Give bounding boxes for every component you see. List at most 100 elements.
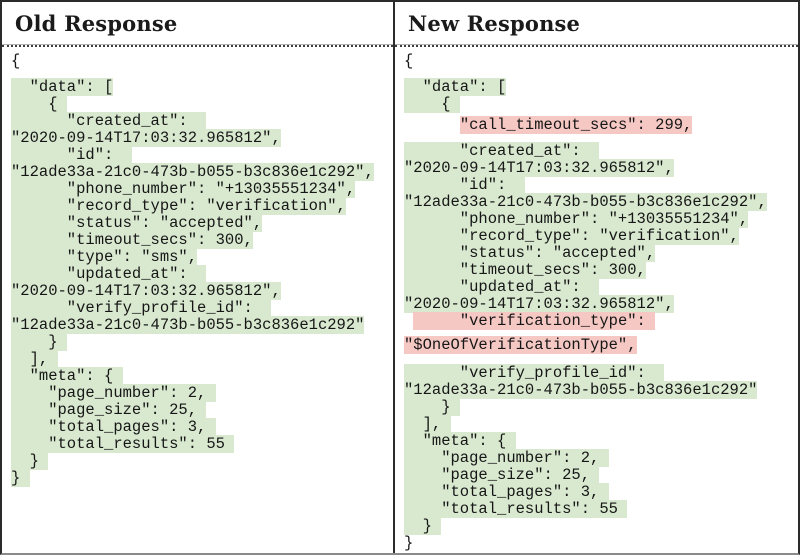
changed-text-highlight: "12ade33a-21c0-473b-b055-b3c836e1c292", — [404, 193, 767, 211]
changed-text-highlight: "total_pages": 3, — [404, 483, 609, 501]
new-response-column: New Response { "data": [ { "call_timeout… — [393, 2, 798, 553]
changed-text-highlight: "created_at": — [404, 142, 600, 160]
json-code-line: "phone_number": "+13035551234", — [404, 210, 798, 228]
json-code-line: "2020-09-14T17:03:32.965812", — [11, 282, 393, 300]
changed-text-highlight: "created_at": — [11, 112, 207, 130]
changed-text-highlight: "data": [ — [11, 78, 114, 96]
added-field-highlight: "$OneOfVerificationType", — [404, 336, 637, 354]
json-code-line: "record_type": "verification", — [404, 227, 798, 245]
json-code-line: "data": [ — [11, 78, 393, 96]
json-code-line: "total_results": 55 — [404, 500, 798, 518]
json-code-line: } — [11, 452, 393, 470]
changed-text-highlight: "2020-09-14T17:03:32.965812", — [404, 159, 674, 177]
changed-text-highlight: { — [11, 95, 67, 113]
changed-text-highlight: } — [11, 452, 49, 470]
json-code-line: } — [404, 535, 798, 552]
json-code-line: "2020-09-14T17:03:32.965812", — [404, 295, 798, 313]
new-response-header: New Response — [395, 2, 798, 45]
changed-text-highlight: "total_results": 55 — [404, 500, 628, 518]
changed-text-highlight: "status": "accepted", — [404, 244, 656, 262]
json-code-line: ], — [404, 415, 798, 433]
json-code-line: "updated_at": — [404, 278, 798, 296]
changed-text-highlight: "record_type": "verification", — [404, 227, 739, 245]
old-response-header: Old Response — [2, 2, 393, 45]
json-code-line: { — [404, 53, 798, 70]
added-field-highlight: "verification_type": — [413, 312, 656, 330]
changed-text-highlight: "12ade33a-21c0-473b-b055-b3c836e1c292", — [11, 163, 374, 181]
json-code-line: "timeout_secs": 300, — [404, 261, 798, 279]
json-code-line: "total_pages": 3, — [404, 483, 798, 501]
changed-text-highlight: { — [404, 95, 460, 113]
json-code-line: "12ade33a-21c0-473b-b055-b3c836e1c292", — [11, 163, 393, 181]
changed-text-highlight: } — [11, 469, 30, 487]
changed-text-highlight: "12ade33a-21c0-473b-b055-b3c836e1c292" — [404, 381, 758, 399]
changed-text-highlight: "page_number": 2, — [404, 449, 609, 467]
changed-text-highlight: "data": [ — [404, 78, 507, 96]
json-code-line: "id": — [404, 176, 798, 194]
changed-text-highlight: "page_size": 25, — [11, 401, 207, 419]
json-code-line: "data": [ — [404, 78, 798, 96]
new-response-json-block: { "data": [ { "call_timeout_secs": 299, … — [395, 45, 798, 553]
json-code-line: "total_results": 55 — [11, 435, 393, 453]
json-code-line: "verify_profile_id": — [404, 364, 798, 382]
json-code-line: "2020-09-14T17:03:32.965812", — [404, 159, 798, 177]
json-code-line: "meta": { — [11, 367, 393, 385]
json-code-line: "phone_number": "+13035551234", — [11, 180, 393, 198]
changed-text-highlight: } — [404, 517, 442, 535]
changed-text-highlight: } — [404, 398, 460, 416]
json-code-line: "id": — [11, 146, 393, 164]
json-code-line: "page_number": 2, — [404, 449, 798, 467]
json-code-line: "$OneOfVerificationType", — [404, 336, 798, 354]
json-code-line: "created_at": — [11, 112, 393, 130]
json-code-line: "status": "accepted", — [11, 214, 393, 232]
plain-code-text: { — [11, 52, 21, 70]
plain-code-text: { — [404, 52, 414, 70]
json-code-line: "verify_profile_id": — [11, 299, 393, 317]
json-code-line: "call_timeout_secs": 299, — [404, 116, 798, 134]
json-code-line: "record_type": "verification", — [11, 197, 393, 215]
json-code-line: "12ade33a-21c0-473b-b055-b3c836e1c292" — [11, 316, 393, 334]
changed-text-highlight: "updated_at": — [404, 278, 600, 296]
json-code-line: "12ade33a-21c0-473b-b055-b3c836e1c292", — [404, 193, 798, 211]
json-code-line: "verification_type": — [404, 312, 798, 330]
added-field-highlight: "call_timeout_secs": 299, — [459, 116, 693, 134]
changed-text-highlight: "verify_profile_id": — [404, 364, 665, 382]
json-code-line: "updated_at": — [11, 265, 393, 283]
json-code-line: } — [11, 333, 393, 351]
changed-text-highlight: "12ade33a-21c0-473b-b055-b3c836e1c292" — [11, 316, 365, 334]
json-code-line: } — [404, 398, 798, 416]
json-code-line: { — [11, 95, 393, 113]
changed-text-highlight: "timeout_secs": 300, — [11, 231, 253, 249]
changed-text-highlight: "phone_number": "+13035551234", — [11, 180, 356, 198]
old-response-json-block: { "data": [ { "created_at": "2020-09-14T… — [2, 45, 393, 553]
changed-text-highlight: "record_type": "verification", — [11, 197, 346, 215]
changed-text-highlight: "2020-09-14T17:03:32.965812", — [11, 129, 281, 147]
changed-text-highlight: ], — [11, 350, 58, 368]
changed-text-highlight: "meta": { — [404, 432, 516, 450]
changed-text-highlight: "2020-09-14T17:03:32.965812", — [404, 295, 674, 313]
json-code-line: "2020-09-14T17:03:32.965812", — [11, 129, 393, 147]
changed-text-highlight: "2020-09-14T17:03:32.965812", — [11, 282, 281, 300]
changed-text-highlight: } — [11, 333, 67, 351]
json-code-line: "page_size": 25, — [404, 466, 798, 484]
json-code-line: { — [11, 53, 393, 70]
changed-text-highlight: "type": "sms", — [11, 248, 198, 266]
changed-text-highlight: "page_number": 2, — [11, 384, 216, 402]
json-code-line: "page_size": 25, — [11, 401, 393, 419]
json-code-line: "created_at": — [404, 142, 798, 160]
changed-text-highlight: "meta": { — [11, 367, 123, 385]
json-code-line: "meta": { — [404, 432, 798, 450]
changed-text-highlight: ], — [404, 415, 451, 433]
json-code-line: "page_number": 2, — [11, 384, 393, 402]
changed-text-highlight: "phone_number": "+13035551234", — [404, 210, 749, 228]
json-code-line: "timeout_secs": 300, — [11, 231, 393, 249]
json-code-line: "12ade33a-21c0-473b-b055-b3c836e1c292" — [404, 381, 798, 399]
json-code-line: "status": "accepted", — [404, 244, 798, 262]
changed-text-highlight: "verify_profile_id": — [11, 299, 272, 317]
json-code-line: { — [404, 95, 798, 113]
changed-text-highlight: "page_size": 25, — [404, 466, 600, 484]
json-code-line: ], — [11, 350, 393, 368]
json-code-line: "type": "sms", — [11, 248, 393, 266]
changed-text-highlight: "id": — [404, 176, 525, 194]
